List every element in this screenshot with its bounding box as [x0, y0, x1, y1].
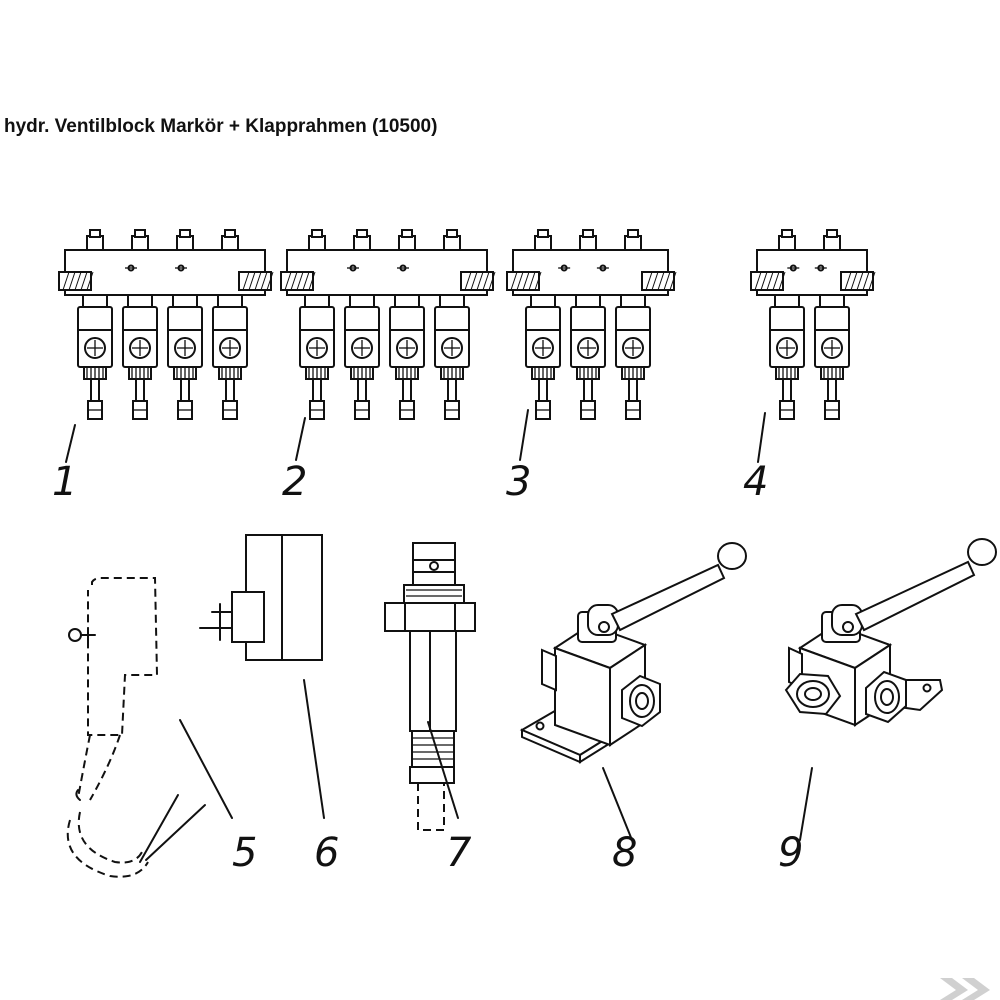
three-way-ball-valve-icon — [784, 538, 997, 841]
valve-block-2 — [280, 229, 496, 461]
part-label-2: 2 — [282, 459, 307, 505]
solenoid-valve — [525, 229, 561, 420]
leader-line — [757, 412, 766, 463]
part-label-3: 3 — [506, 459, 531, 505]
leader-line — [519, 409, 529, 461]
part-label-8: 8 — [612, 830, 637, 876]
solenoid-valve — [212, 229, 248, 420]
k-logo-icon — [940, 978, 990, 1000]
part-label-5: 5 — [232, 830, 257, 876]
part-label-4: 4 — [743, 459, 768, 505]
part-label-1: 1 — [52, 459, 77, 505]
solenoid-valve — [389, 229, 425, 420]
solenoid-valve — [814, 229, 850, 420]
solenoid-valve — [570, 229, 606, 420]
solenoid-valve — [434, 229, 470, 420]
valve-cartridge-icon — [384, 542, 476, 831]
solenoid-valve — [167, 229, 203, 420]
valve-block-1 — [58, 229, 274, 463]
diagram-title: hydr. Ventilblock Markör + Klapprahmen (… — [4, 116, 438, 137]
part-label-7: 7 — [446, 830, 472, 876]
manifold-body — [286, 249, 488, 296]
valve-block-4 — [750, 229, 876, 463]
two-way-ball-valve-icon — [519, 542, 747, 841]
plug-cable-icon — [66, 577, 233, 878]
valve-block-3 — [506, 229, 677, 461]
solenoid-valve — [77, 229, 113, 420]
manifold-body — [64, 249, 266, 296]
solenoid-valve — [299, 229, 335, 420]
leader-line — [65, 424, 76, 463]
solenoid-valve — [615, 229, 651, 420]
solenoid-valve — [344, 229, 380, 420]
part-label-9: 9 — [778, 830, 803, 876]
solenoid-valve — [769, 229, 805, 420]
leader-line — [295, 417, 306, 461]
part-label-6: 6 — [314, 830, 339, 876]
solenoid-valve — [122, 229, 158, 420]
valve-blocks — [58, 229, 876, 463]
solenoid-coil-icon — [199, 534, 325, 819]
